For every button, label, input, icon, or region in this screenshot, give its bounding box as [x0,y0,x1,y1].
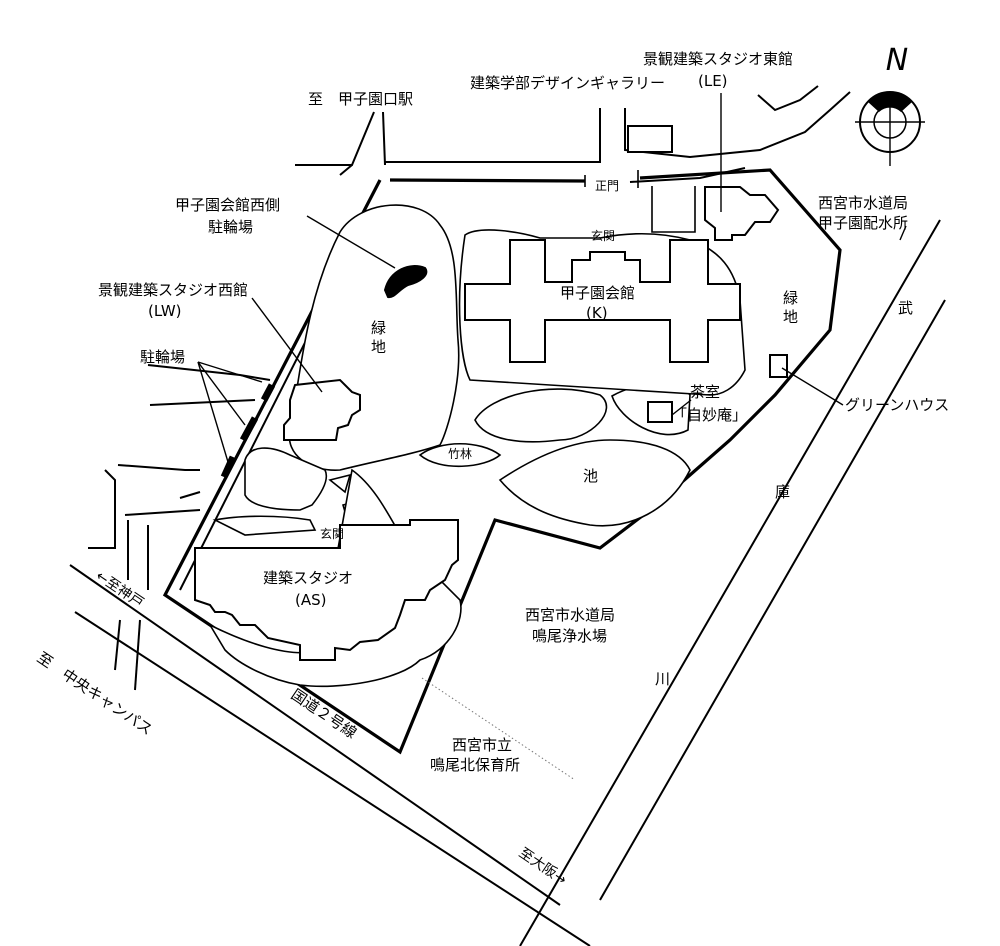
label-water-plant-1: 西宮市水道局 [525,606,615,624]
label-entrance-as: 玄関 [320,526,344,541]
label-as-name: 建築スタジオ [263,569,353,587]
label-to-station: 至 甲子園口駅 [308,90,413,108]
label-route-2: 国道２号線 [288,685,360,742]
west-bicycle-parking [383,265,428,299]
label-k-code: (K) [586,304,608,322]
label-le-name: 景観建築スタジオ東館 [643,50,793,68]
label-gallery: 建築学部デザインギャラリー [470,74,665,92]
mukogawa-river [519,219,946,946]
architecture-studio-building [194,519,459,661]
label-main-gate: 正門 [595,179,619,193]
label-nursery-1: 西宮市立 [452,736,512,754]
le-building [704,186,780,241]
label-water-office-2: 甲子園配水所 [818,214,908,232]
label-green-east: 緑地 [781,290,799,328]
label-bamboo: 竹林 [448,447,472,461]
label-river-1: 武 [898,299,913,317]
label-parking-west-2: 駐輪場 [208,218,253,236]
compass-north-label: N [886,43,908,78]
bicycle-parking-marks [220,383,276,479]
label-to-osaka: 至大阪→ [516,845,570,888]
koshien-kaikan-building [464,239,741,363]
label-teahouse-2: 「自妙庵」 [672,406,747,424]
teahouse-building [647,401,673,423]
label-teahouse-1: 茶室 [690,383,720,401]
label-as-code: (AS) [295,591,327,609]
label-green-west: 緑地 [369,320,387,358]
label-river-3: 川 [655,670,670,688]
lw-building [283,378,361,441]
label-river-2: 庫 [775,483,790,501]
campus-boundary [162,168,842,755]
label-lw-name: 景観建築スタジオ西館 [98,281,248,299]
label-greenhouse: グリーンハウス [845,396,949,414]
label-le-code: (LE) [698,72,728,90]
north-compass-icon [855,91,925,166]
label-k-name: 甲子園会館 [560,284,635,302]
label-water-office-1: 西宮市水道局 [818,194,908,212]
label-nursery-2: 鳴尾北保育所 [430,756,520,774]
label-to-kobe: ←至神戸 [93,568,146,611]
label-entrance-k: 玄関 [591,228,615,243]
label-bicycle: 駐輪場 [140,348,185,366]
label-water-plant-2: 鳴尾浄水場 [532,627,607,645]
greenhouse-building [769,354,788,378]
property-line [421,677,576,781]
design-gallery-building [627,125,673,153]
label-lw-code: (LW) [148,302,182,320]
route-2-road [69,564,591,946]
label-pond: 池 [583,467,598,485]
label-parking-west-1: 甲子園会館西側 [175,196,280,214]
